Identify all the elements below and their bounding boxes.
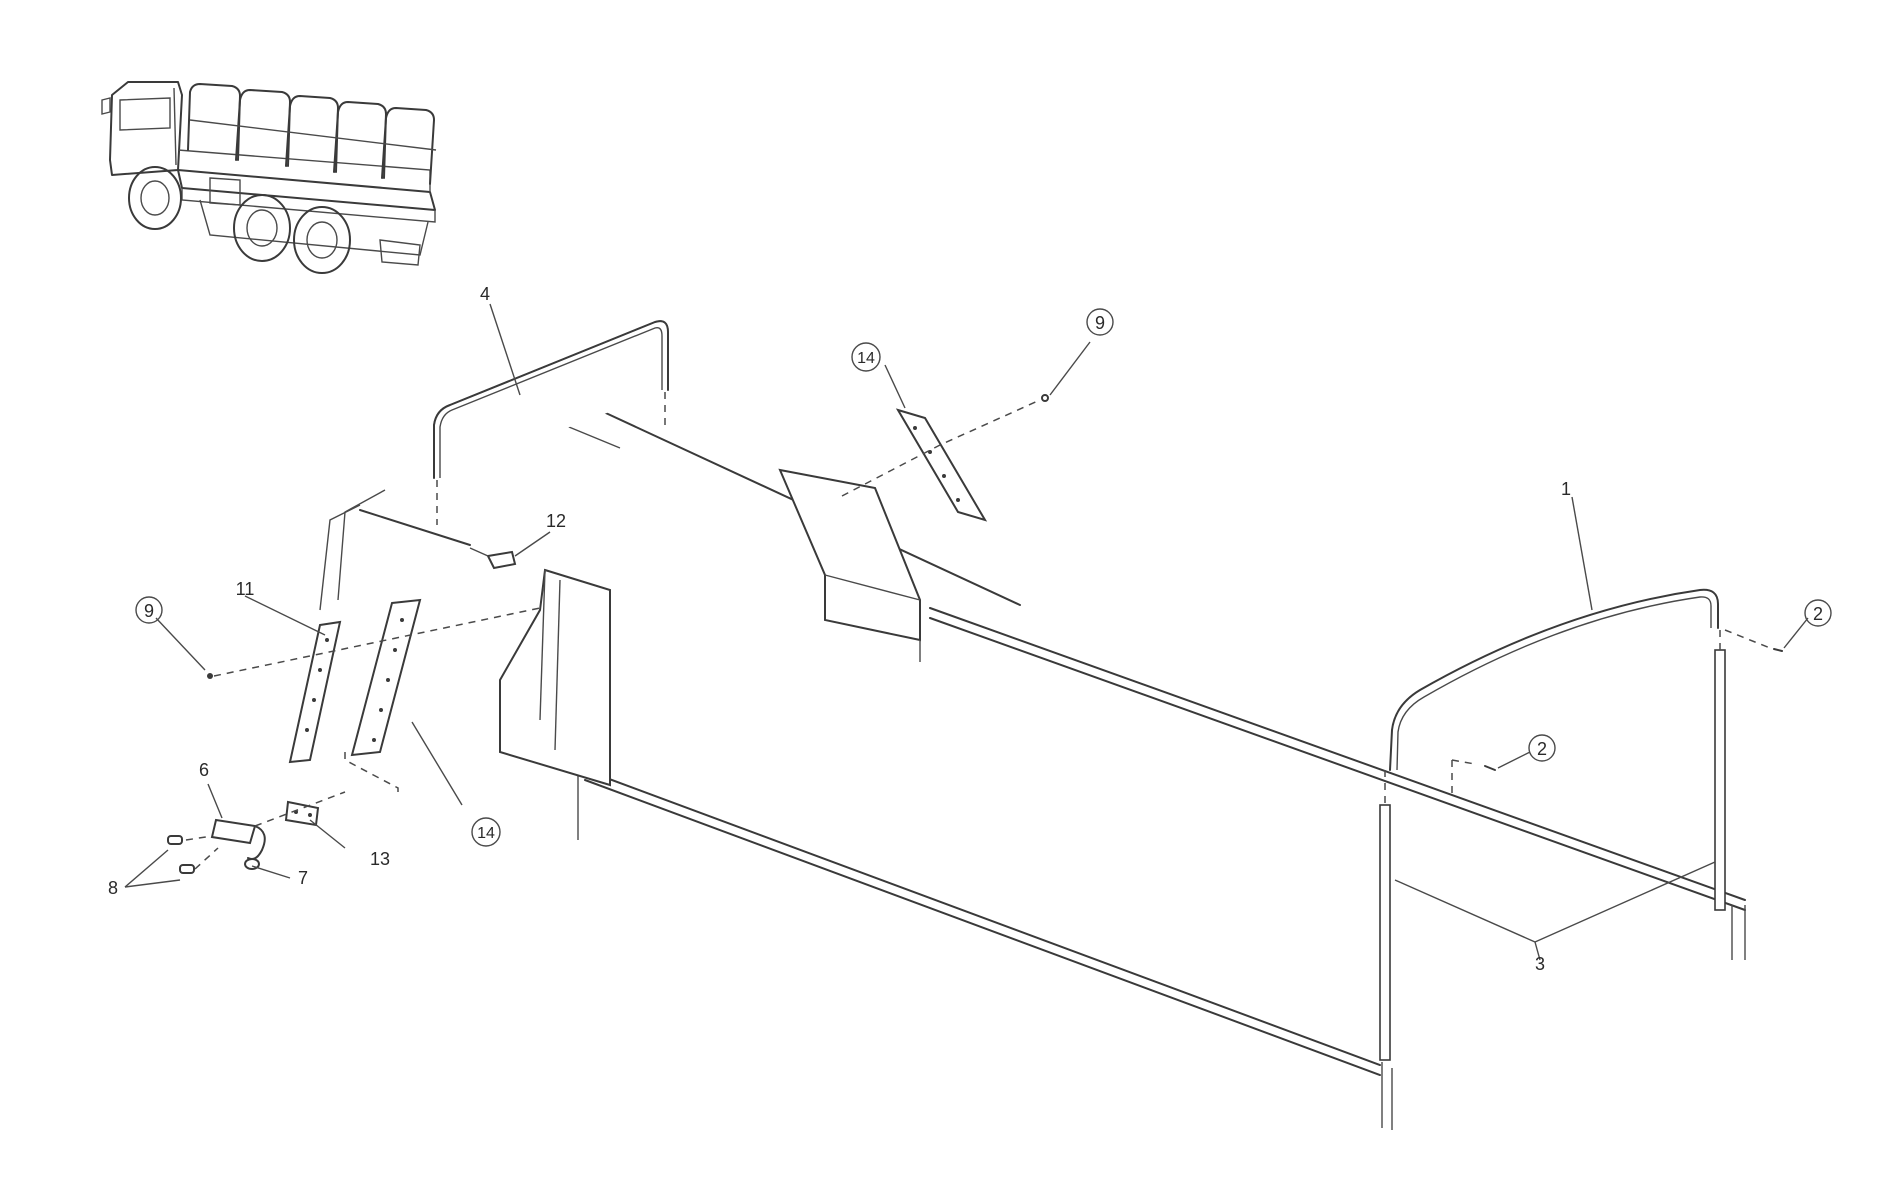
bracket-12 [469, 547, 517, 570]
bow-1 [1379, 588, 1726, 1061]
callout-9-front: 9 [144, 601, 154, 621]
side-panel-rear [778, 468, 921, 662]
callout-12: 12 [546, 511, 566, 531]
callout-3: 3 [1535, 954, 1545, 974]
callout-7: 7 [298, 868, 308, 888]
callout-9-rear: 9 [1095, 313, 1105, 333]
callout-8: 8 [108, 878, 118, 898]
panel-11 [288, 620, 342, 764]
side-panel-front [499, 568, 611, 787]
panel-14-front [350, 598, 422, 757]
truck-thumbnail-illustration [101, 81, 437, 274]
callout-13: 13 [370, 849, 390, 869]
callout-11: 11 [236, 579, 255, 599]
pin-2-lower [1484, 765, 1496, 771]
callout-14-front: 14 [477, 825, 495, 842]
panel-14-rear [895, 408, 988, 522]
callout-2-upper: 2 [1813, 604, 1823, 624]
bolts-8 [167, 835, 195, 874]
bow-4 [433, 320, 669, 525]
assembly-dash-lines [185, 399, 1771, 870]
callouts: 1 2 2 3 4 6 7 8 9 9 11 12 13 14 14 [108, 284, 1832, 974]
callout-4: 4 [480, 284, 490, 304]
leader-lines [124, 303, 1809, 961]
hinge-6-7 [210, 818, 266, 870]
side-rails [319, 394, 1746, 1130]
plate-13 [284, 800, 320, 827]
screw-9-rear [1041, 394, 1049, 402]
pin-2-upper [1773, 648, 1783, 652]
callout-1: 1 [1561, 479, 1571, 499]
screw-9-front [207, 673, 213, 679]
callout-6: 6 [199, 760, 209, 780]
callout-2-lower: 2 [1537, 739, 1547, 759]
callout-14-rear: 14 [857, 350, 875, 367]
